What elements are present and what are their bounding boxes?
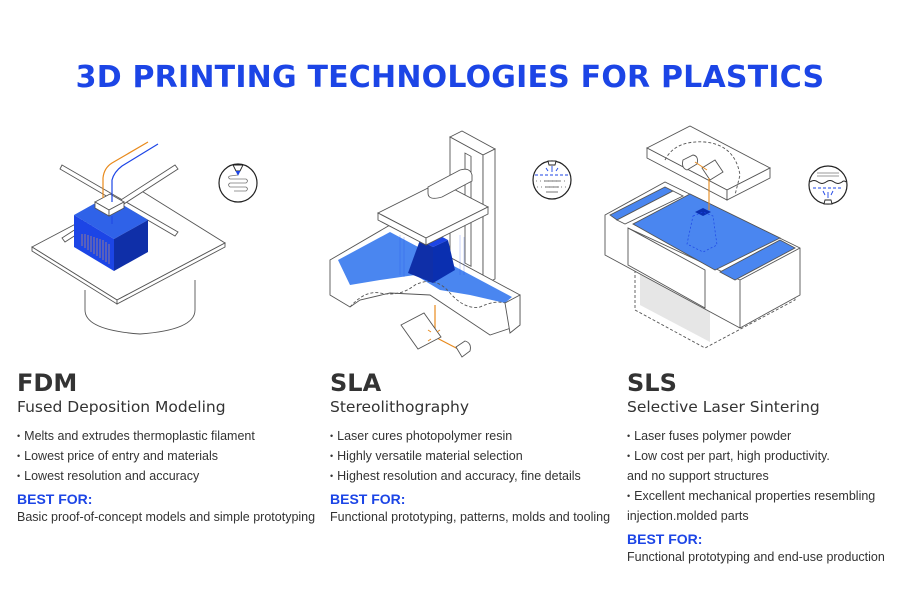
sls-printer-illustration — [595, 120, 855, 360]
fdm-full-name: Fused Deposition Modeling — [17, 398, 226, 416]
sla-best-for-label: BEST FOR: — [330, 491, 406, 507]
fdm-column: FDM Fused Deposition Modeling Melts and … — [17, 370, 315, 526]
feature-item-continuation: and no support structures — [627, 469, 769, 483]
sla-abbr: SLA — [330, 369, 382, 397]
feature-item: Melts and extrudes thermoplastic filamen… — [17, 426, 315, 446]
feature-item: Laser fuses polymer powder — [627, 426, 885, 446]
sls-best-for-label: BEST FOR: — [627, 531, 703, 547]
sls-best-for: Functional prototyping and end-use produ… — [627, 550, 885, 564]
feature-item: Lowest price of entry and materials — [17, 446, 315, 466]
feature-item: Excellent mechanical properties resembli… — [627, 486, 885, 506]
fdm-best-for: Basic proof-of-concept models and simple… — [17, 510, 316, 524]
feature-item-continuation: injection.molded parts — [627, 509, 749, 523]
feature-item: Highly versatile material selection — [330, 446, 610, 466]
sla-best-for: Functional prototyping, patterns, molds … — [330, 510, 611, 524]
sla-full-name: Stereolithography — [330, 398, 470, 416]
sls-column: SLS Selective Laser Sintering Laser fuse… — [627, 370, 885, 566]
feature-item: Laser cures photopolymer resin — [330, 426, 610, 446]
feature-item: Low cost per part, high productivity. — [627, 446, 885, 466]
feature-item: Lowest resolution and accuracy — [17, 466, 315, 486]
page-title: 3D PRINTING TECHNOLOGIES FOR PLASTICS — [75, 60, 825, 95]
fdm-features: Melts and extrudes thermoplastic filamen… — [17, 426, 315, 486]
sls-full-name: Selective Laser Sintering — [627, 398, 820, 416]
sla-features: Laser cures photopolymer resin Highly ve… — [330, 426, 610, 486]
nozzle-extrusion-icon — [218, 163, 258, 208]
fdm-printer-illustration — [20, 130, 300, 360]
feature-item: Highest resolution and accuracy, fine de… — [330, 466, 610, 486]
sls-features: Laser fuses polymer powder Low cost per … — [627, 426, 885, 526]
fdm-best-for-label: BEST FOR: — [17, 491, 93, 507]
powder-sintering-icon — [808, 165, 848, 210]
sls-abbr: SLS — [627, 369, 677, 397]
sla-column: SLA Stereolithography Laser cures photop… — [330, 370, 610, 526]
laser-resin-curing-icon — [532, 160, 572, 205]
fdm-abbr: FDM — [17, 369, 78, 397]
sla-printer-illustration — [320, 125, 580, 365]
